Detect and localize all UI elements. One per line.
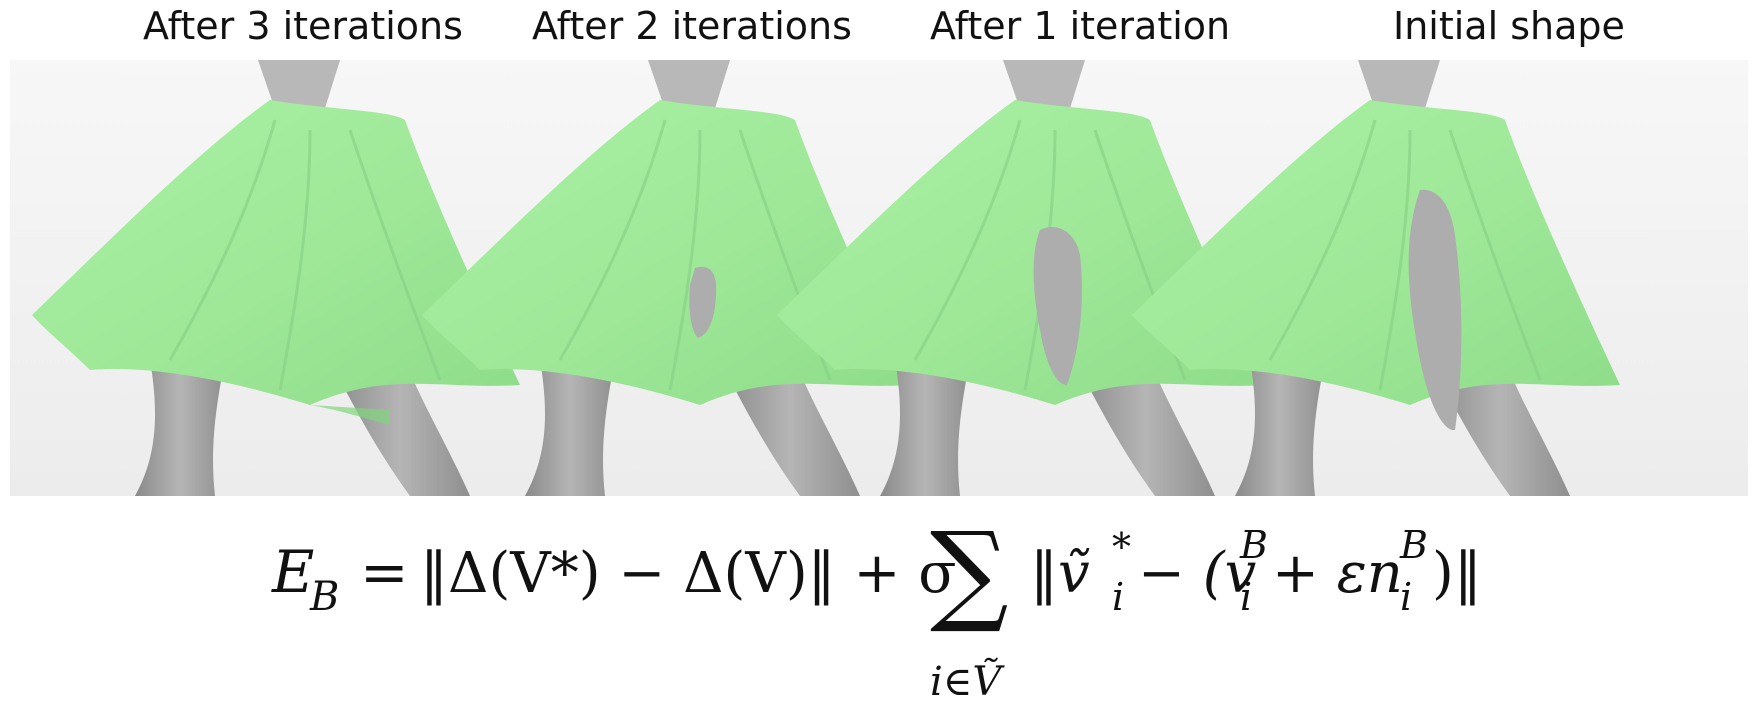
label-initial-shape: Initial shape (1393, 4, 1625, 48)
eq-term1: ‖Δ(V*) − Δ(V)‖ + σ (420, 541, 956, 606)
label-after-2-iterations: After 2 iterations (532, 4, 852, 48)
eq-term2-c-sup: B (1399, 523, 1428, 567)
skirt (1132, 100, 1620, 405)
eq-sum: ∑ (930, 510, 1009, 636)
label-after-1-iteration: After 1 iteration (930, 4, 1231, 48)
eq-term2-b-sup: B (1239, 523, 1268, 567)
eq-term2-c: + εn (1272, 541, 1403, 606)
fold-lines (1268, 119, 1542, 391)
penetration-hole (1033, 227, 1082, 385)
figure-after-1-iteration (777, 60, 1265, 496)
eq-equals: = (360, 538, 409, 606)
fold-lines (168, 119, 442, 391)
skirt (777, 100, 1265, 405)
hem-shadow (310, 405, 390, 425)
left-leg (135, 360, 225, 496)
right-leg (1430, 360, 1570, 496)
left-leg (1235, 360, 1325, 496)
right-leg (330, 360, 470, 496)
caption-row: After 3 iterations After 2 iterations Af… (0, 0, 1758, 60)
eq-lhs-sub: B (309, 574, 339, 620)
eq-term2-c-sub: i (1400, 575, 1412, 619)
right-leg (1075, 360, 1215, 496)
eq-term2-a-sub: i (1112, 575, 1124, 619)
figure-after-3-iterations (32, 60, 520, 496)
skirt-render-strip (10, 60, 1748, 496)
figure-after-2-iterations (422, 60, 910, 496)
right-leg (720, 360, 860, 496)
eq-term2-a-sup: * (1112, 525, 1131, 569)
eq-term2-b: − (v (1138, 541, 1257, 606)
left-leg (525, 360, 615, 496)
penetration-hole (1408, 189, 1462, 431)
eq-term2-b-sub: i (1240, 575, 1252, 619)
label-after-3-iterations: After 3 iterations (143, 4, 463, 48)
penetration-hole (689, 266, 717, 338)
eq-term2-a: ‖ṽ (1030, 541, 1090, 606)
energy-equation: E B = ‖Δ(V*) − Δ(V)‖ + σ ∑ i∈Ṽ ‖ṽ * i − … (271, 510, 1482, 705)
eq-term2-d: )‖ (1432, 541, 1482, 606)
left-leg (880, 360, 970, 496)
skirt (422, 100, 910, 405)
eq-sum-sub: i∈Ṽ (930, 658, 1005, 705)
eq-lhs: E (271, 538, 314, 606)
figure-initial-shape (1132, 60, 1620, 496)
skirt (32, 100, 520, 405)
